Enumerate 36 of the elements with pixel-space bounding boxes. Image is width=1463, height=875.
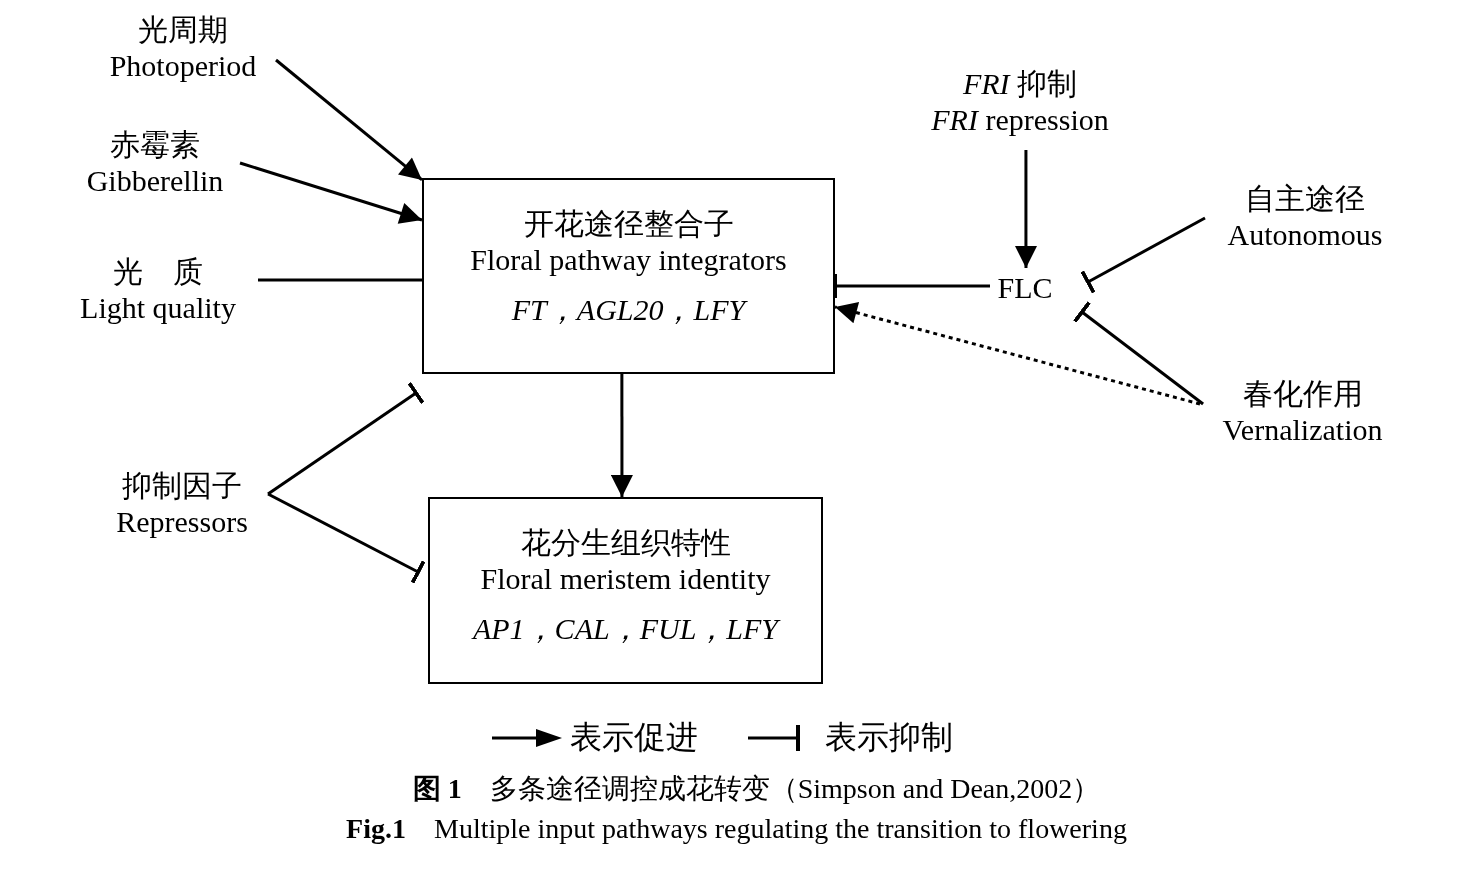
- gene-list: FT，AGL20，LFY: [511, 292, 746, 328]
- node-label: Gibberellin: [86, 163, 224, 199]
- process-box: [428, 497, 823, 684]
- node-label: Floral pathway integrators: [470, 242, 787, 278]
- figure-caption: 图 1 多条途径调控成花转变（Simpson and Dean,2002）: [411, 772, 1102, 806]
- node-label: FRI repression: [931, 102, 1109, 138]
- legend-label: 表示抑制: [825, 718, 953, 757]
- arrow: [1014, 150, 1037, 268]
- box-title: 花分生组织特性: [520, 525, 731, 561]
- node-label: 光 质: [113, 254, 203, 290]
- node-label: Vernalization: [1222, 412, 1383, 448]
- box-title: 开花途径整合子: [523, 206, 734, 242]
- inhibition-line: [267, 492, 426, 584]
- node-label: Light quality: [80, 290, 236, 326]
- node-label: Autonomous: [1227, 217, 1383, 253]
- node-label: FRI 抑制: [962, 66, 1078, 102]
- node-label: FLC: [997, 270, 1053, 306]
- process-box: [422, 178, 835, 374]
- inhibition-line: [1080, 216, 1206, 294]
- node-label: 抑制因子: [122, 468, 242, 504]
- arrow: [610, 374, 633, 497]
- arrow: [834, 302, 1201, 406]
- node-label: Floral meristem identity: [480, 561, 771, 597]
- inhibition-line: [267, 381, 425, 496]
- node-label: Photoperiod: [109, 48, 257, 84]
- figure-caption: Fig.1 Multiple input pathways regulating the transition to flowering: [345, 812, 1128, 846]
- node-label: Repressors: [116, 504, 248, 540]
- node-label: 春化作用: [1242, 376, 1363, 412]
- arrow: [239, 161, 423, 224]
- line: [258, 278, 422, 282]
- node-label: 光周期: [138, 12, 228, 48]
- node-label: 赤霉素: [110, 127, 200, 163]
- node-label: 自主途径: [1245, 181, 1365, 217]
- arrow: [275, 58, 423, 182]
- legend-label: 表示促进: [570, 718, 698, 757]
- inhibition-line: [1073, 301, 1204, 406]
